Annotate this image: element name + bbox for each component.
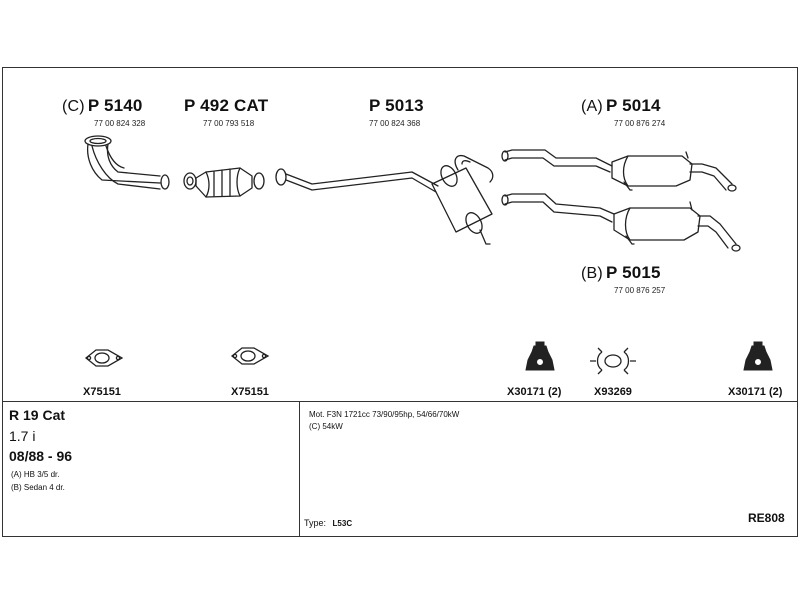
type-line: Type: L53C [304,518,352,528]
accessory-code: X93269 [594,386,632,398]
gasket-icon [84,349,124,367]
part-number-b: (B)P 5015 [581,263,661,282]
catalyst-drawing [183,167,265,198]
accessory-code: X75151 [231,386,269,398]
vehicle-model: R 19 Cat [9,407,66,423]
accessory-code: X30171 (2) [728,386,783,398]
gasket-icon [230,347,270,365]
part-number-c: (C)P 5140 [62,96,143,115]
oe-number-middle: 77 00 824 368 [369,119,421,128]
motor-spec-c: (C) 54kW [309,422,343,431]
part-number-middle: P 5013 [369,96,424,115]
part-number-cat: P 492 CAT [184,96,269,115]
vehicle-engine: 1.7 i [9,428,36,444]
vehicle-note-b: (B) Sedan 4 dr. [11,483,65,492]
motor-spec: Mot. F3N 1721cc 73/90/95hp, 54/66/70kW [309,410,460,419]
reference-code: RE808 [748,511,785,525]
clamp-icon [590,347,636,375]
accessory-code: X30171 (2) [507,386,562,398]
vehicle-note-a: (A) HB 3/5 dr. [11,470,60,479]
oe-number-c: 77 00 824 328 [94,119,146,128]
vehicle-years: 08/88 - 96 [9,448,73,464]
front-pipe-drawing [84,135,170,190]
divider-horizontal [2,401,798,402]
middle-silencer-drawing [275,154,494,245]
part-number-a: (A)P 5014 [581,96,661,115]
accessory-code: X75151 [83,386,121,398]
rear-silencer-b-drawing [501,193,741,252]
rubber-mount-icon [743,341,773,371]
oe-number-cat: 77 00 793 518 [203,119,255,128]
oe-number-b: 77 00 876 257 [614,286,666,295]
rear-silencer-a-drawing [501,149,737,192]
type-value: L53C [332,519,353,528]
divider-vertical [299,401,300,537]
diagram-frame [2,67,798,537]
rubber-mount-icon [525,341,555,371]
type-label: Type: [304,518,327,528]
oe-number-a: 77 00 876 274 [614,119,666,128]
